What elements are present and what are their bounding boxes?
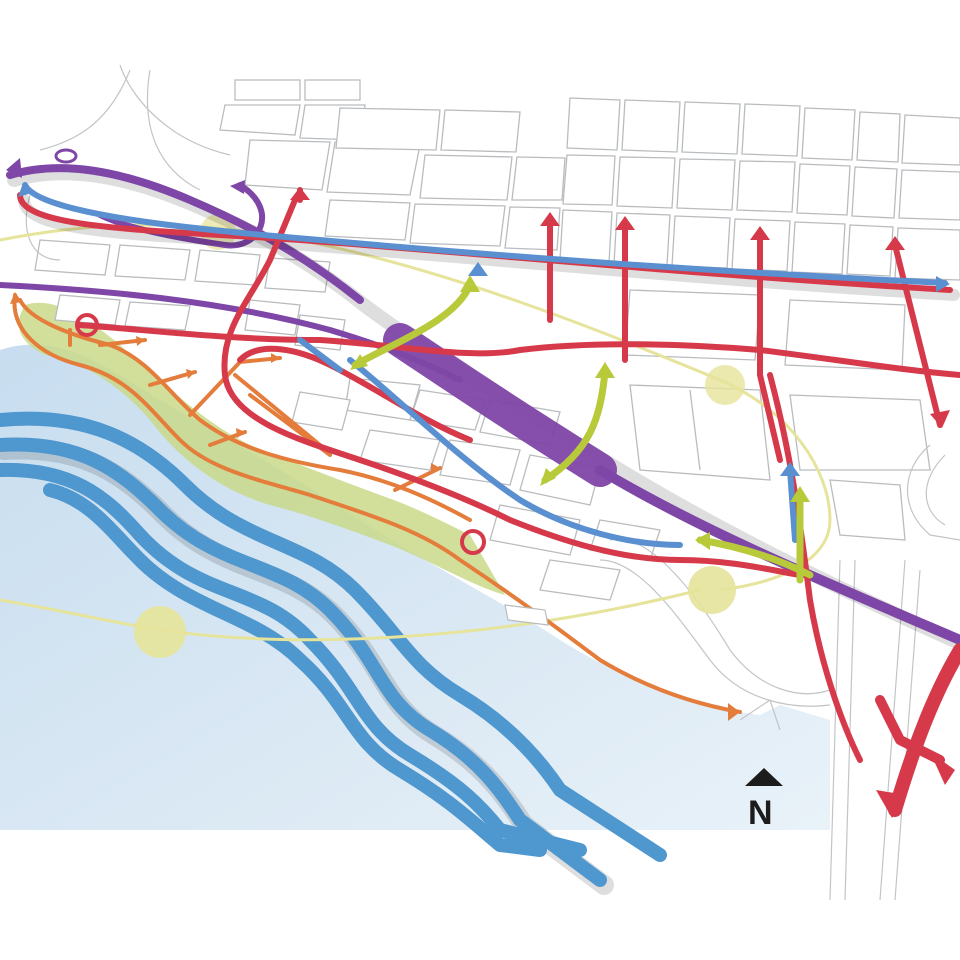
secondary-road [18, 182, 950, 548]
north-arrow-label: N [748, 794, 773, 832]
north-arrow: N [745, 768, 783, 832]
north-arrow-icon [745, 768, 783, 786]
river-lines [0, 411, 667, 895]
node-circle [688, 566, 736, 614]
pedestrian-paths [350, 275, 814, 584]
node-circle [705, 365, 745, 405]
pier [504, 604, 549, 626]
roundabout-icon [75, 313, 99, 337]
node-circle [134, 606, 186, 658]
roundabout-icon [460, 529, 486, 555]
transit-stop-icon [54, 148, 78, 164]
